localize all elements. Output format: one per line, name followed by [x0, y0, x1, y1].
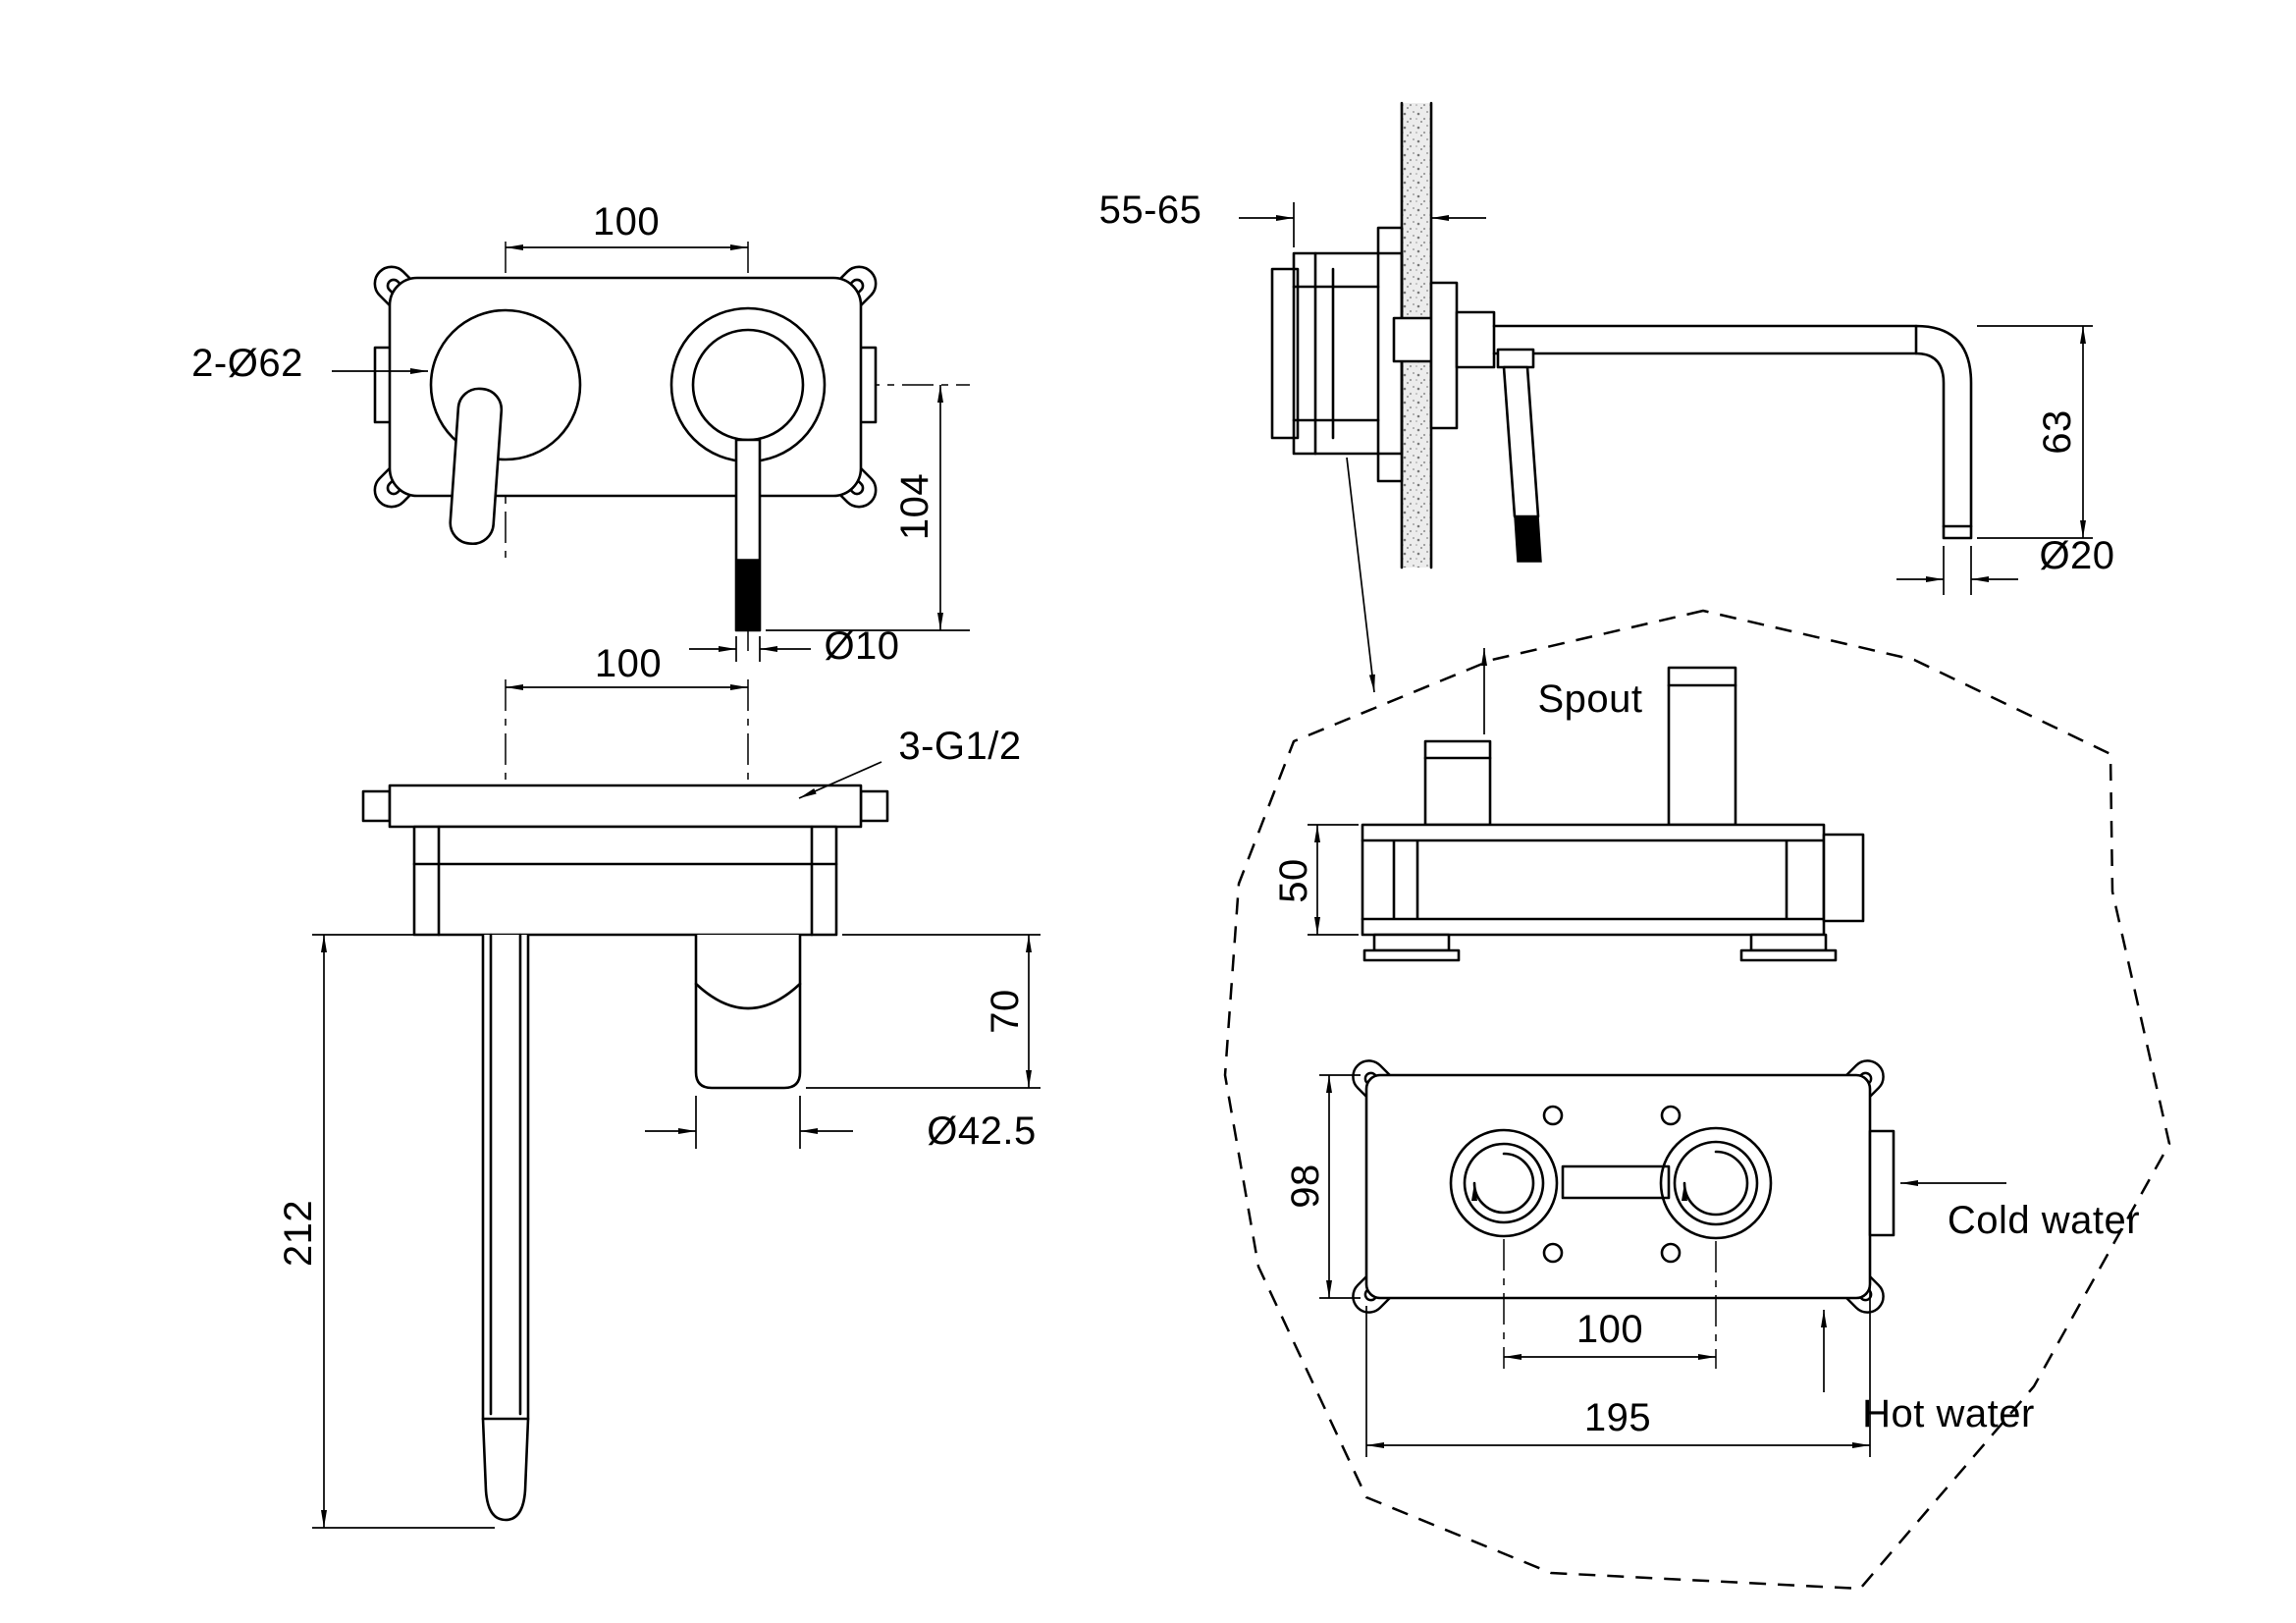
- dim-side-spout-dia: Ø20: [2039, 534, 2115, 577]
- dim-front-handle-drop: 104: [893, 472, 936, 541]
- left-valve-knob: [1449, 1128, 1559, 1238]
- dim-plan-thread: 3-G1/2: [898, 725, 1022, 768]
- mount-foot-right: [1749, 933, 1828, 952]
- right-valve-knob: [1659, 1126, 1773, 1240]
- plan-tab-right: [859, 789, 889, 823]
- dim-plan-handle-proj: 70: [984, 989, 1027, 1034]
- dim-plan-hole-spacing: 100: [594, 642, 663, 685]
- spout-flange-side: [1455, 310, 1496, 369]
- plan-view: [312, 679, 1041, 1529]
- rough-in-plate: [1364, 1073, 1872, 1300]
- screw: [1542, 1105, 1564, 1126]
- body-plan: [412, 825, 838, 937]
- dim-side-spout-drop: 63: [2036, 409, 2079, 455]
- right-knob-rotation-arrow: [1682, 1150, 1749, 1217]
- dim-roughin-plate-width: 195: [1583, 1396, 1652, 1439]
- front-view: [332, 242, 970, 662]
- dim-front-escutcheon: 2-Ø62: [191, 342, 303, 385]
- rough-in-detail: [1223, 609, 2171, 1591]
- cold-inlet-tab: [1868, 1129, 1896, 1237]
- dim-roughin-body-depth: 50: [1272, 858, 1315, 903]
- mount-flange-left: [1362, 948, 1461, 962]
- plan-tab-left: [361, 789, 392, 823]
- valve-body-box: [1361, 823, 1826, 937]
- dim-plan-handle-dia: Ø42.5: [927, 1109, 1037, 1153]
- detail-boundary: [1223, 609, 2171, 1591]
- dim-plan-spout-length: 212: [277, 1199, 320, 1268]
- dim-side-wall-depth: 55-65: [1098, 189, 1202, 232]
- rough-in-front-view: [1319, 1053, 2006, 1457]
- spout-end-front: [449, 387, 504, 546]
- spout-tube-plan: [481, 935, 530, 1522]
- screw: [1660, 1105, 1682, 1126]
- handle-grip-side: [1514, 515, 1542, 563]
- side-view: [1239, 101, 2093, 693]
- cartridge-port: [1667, 666, 1737, 827]
- dim-roughin-plate-height: 98: [1284, 1163, 1327, 1209]
- wall-plate-plan: [388, 784, 863, 829]
- handle-lever-side: [1502, 365, 1540, 518]
- spout-tube-side: [1492, 324, 1918, 355]
- spout-port: [1423, 739, 1492, 827]
- screw: [1660, 1242, 1682, 1264]
- dim-roughin-port-spacing: 100: [1575, 1308, 1644, 1351]
- escutcheon-side: [1429, 281, 1459, 430]
- label-cold-water: Cold water: [1947, 1199, 2141, 1242]
- handle-grip-front: [735, 559, 761, 631]
- dim-front-lever-dia: Ø10: [824, 624, 900, 668]
- thread-leader: [798, 761, 882, 799]
- label-hot-water: Hot water: [1862, 1392, 2035, 1435]
- label-spout: Spout: [1537, 677, 1643, 721]
- mount-foot-left: [1372, 933, 1451, 952]
- screw: [1542, 1242, 1564, 1264]
- dim-front-hole-spacing: 100: [592, 200, 661, 243]
- inlet-boss: [1822, 833, 1865, 923]
- handle-hub-side: [1496, 348, 1535, 369]
- rough-in-side-view: [1308, 648, 1865, 962]
- plate-side-tab-right: [858, 346, 878, 424]
- handle-cylinder-plan: [694, 935, 802, 1090]
- spout-elbow-side: [1914, 324, 1973, 540]
- spout-escutcheon-front: [429, 308, 582, 461]
- label-window: [1561, 1164, 1671, 1200]
- mount-flange-right: [1739, 948, 1838, 962]
- handle-escutcheon-front: [669, 306, 827, 463]
- left-knob-rotation-arrow: [1471, 1152, 1535, 1215]
- valve-leader-arrow: [1346, 457, 1375, 693]
- plate-side-tab-left: [373, 346, 393, 424]
